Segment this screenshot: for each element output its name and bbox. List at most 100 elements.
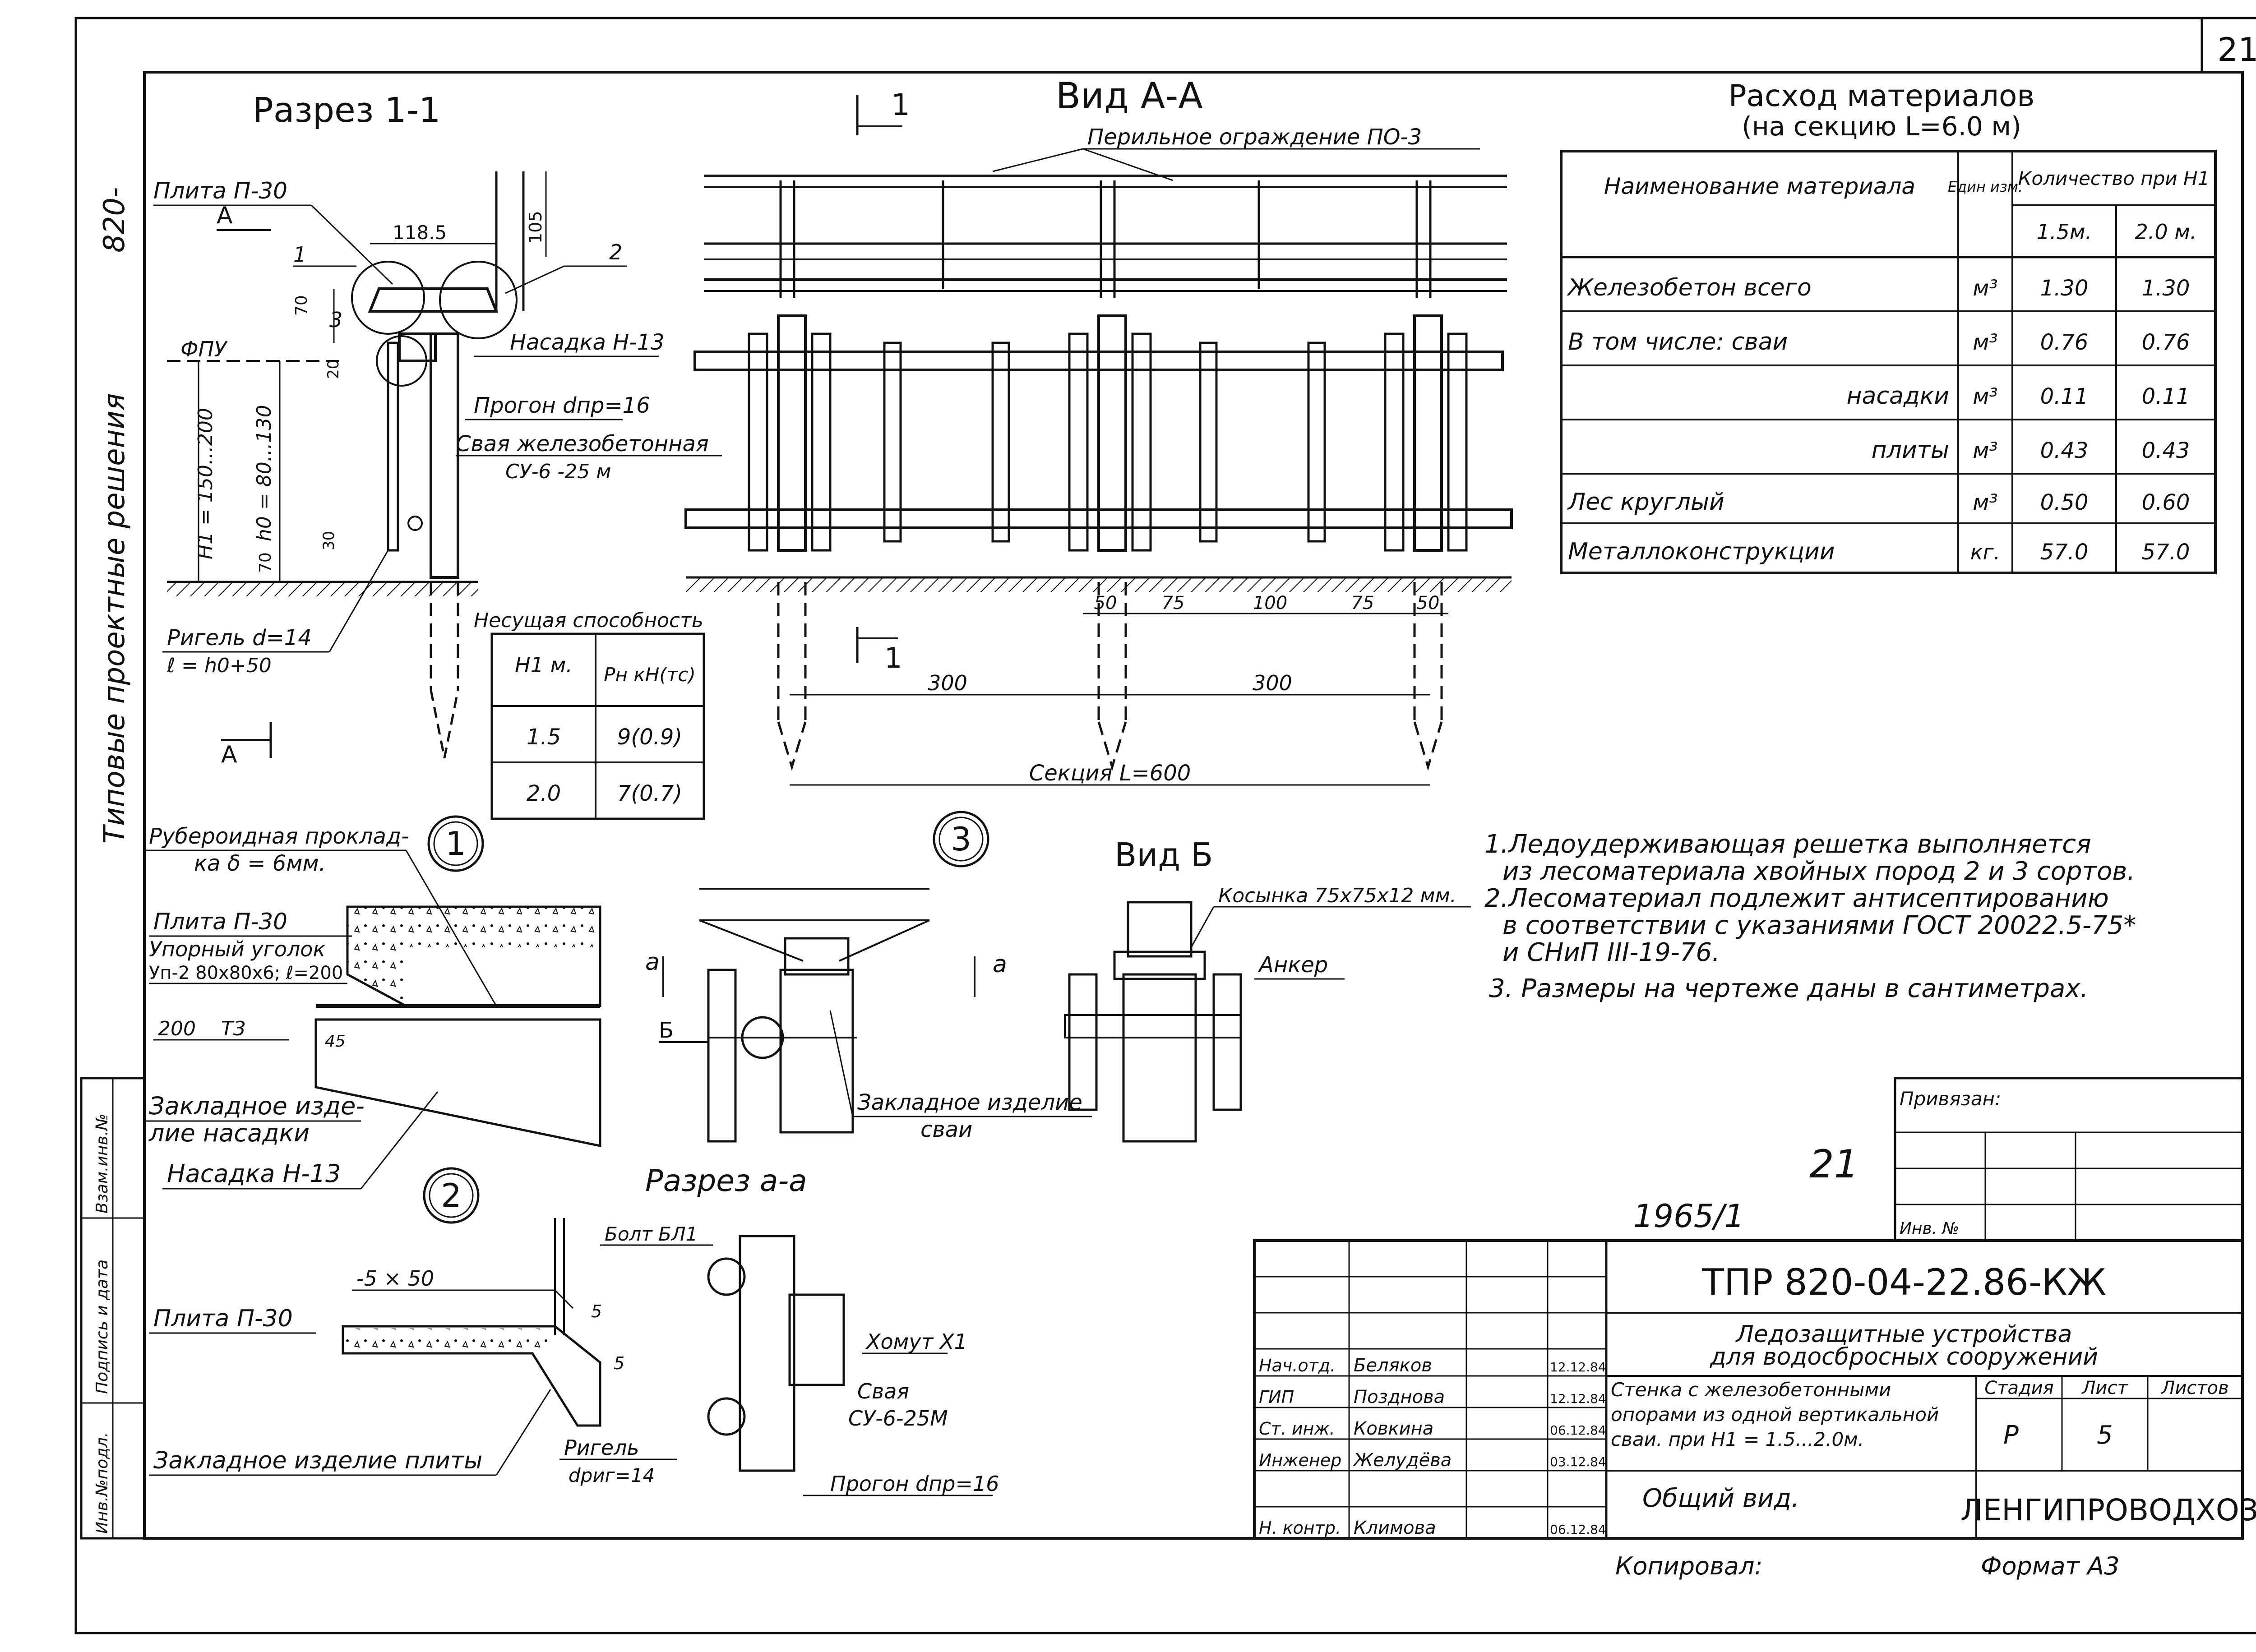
note-line-5: и СНиП III-19-76. [1502,938,1720,967]
label-beam: Ригель d=14 [167,625,312,651]
title-block: ТПР 820-04-22.86-КЖ Ледозащитные устройс… [1253,1239,2256,1540]
detail-3-embed1: Закладное изделие [857,1090,1082,1115]
detail-1-embed1: Закладное изде- [149,1092,365,1120]
tb-staff-3-date: 06.12.84 [1550,1423,1606,1438]
detail-2-plate: Плита П-30 [153,1305,293,1332]
dim-h1: Н1 = 150...200 [194,408,217,559]
binding-label: Привязан: [1900,1088,2001,1110]
dim-h0: h0 = 80...130 [253,405,276,541]
detail-3-a-right: а [993,951,1007,978]
detail-2-dim5b: 5 [614,1353,624,1373]
materials-qty-col-2: 2.0 м. [2135,220,2196,244]
mat-row-4-name: плиты [1872,437,1949,464]
mat-row-5-name: Лес круглый [1567,489,1724,516]
detail-1-roofing2: ка δ = 6мм. [194,851,326,876]
tb-staff-5-name: Климова [1354,1518,1436,1538]
dim-20: 20 [324,360,342,379]
handwriting-num: 21 [1809,1142,1858,1187]
label-fpu: ФПУ [180,337,228,361]
label-a-top: А [217,202,233,229]
mat-row-5-q1: 0.50 [2040,490,2089,515]
materials-qty-col-1: 1.5м. [2037,220,2092,244]
label-purlin: Прогон dпр=16 [474,393,650,418]
detail-2-embed: Закладное изделие плиты [153,1447,482,1474]
mat-row-3-q1: 0.11 [2040,384,2089,409]
handwriting-code: 1965/1 [1633,1198,1744,1235]
materials-header-qty: Количество при Н1 [2018,167,2210,189]
page-number: 21 [2217,31,2256,69]
detail-3-embed2: сваи [920,1117,972,1142]
tb-staff-4-date: 03.12.84 [1550,1454,1606,1469]
capacity-table: Несущая способность Н1 м. Рн кН(тс) 1.5 … [474,609,705,820]
tb-sheet-3: сваи. при Н1 = 1.5...2.0м. [1611,1428,1864,1450]
section-length: Секция L=600 [1029,761,1191,786]
binding-block: Привязан: Инв. № [1894,1077,2244,1242]
detail-1-dimT3: Т3 [221,1017,246,1040]
detail-2: 2 -5 × 50 5 5 Плита П-30 Закладное издел… [149,1167,624,1476]
footer-copied: Копировал: [1615,1552,1763,1580]
label-cap: Насадка Н-13 [510,330,665,355]
label-pile: Свая железобетонная [456,431,709,457]
capacity-h1: Н1 м. [515,653,573,677]
footer-format: Формат А3 [1981,1552,2120,1580]
section-aa-beam-d: dриг=14 [569,1464,655,1486]
tb-list: 5 [2097,1421,2113,1450]
view-a-a: Вид А-А 1 Перильное ограждение ПО-3 [684,75,1513,786]
materials-table: Расход материалов (на секцию L=6.0 м) На… [1560,78,2217,574]
mat-row-5-q2: 0.60 [2142,490,2190,515]
stamp-cell-inv: Инв.№подл. [93,1432,111,1534]
tb-staff-4-role: Инженер [1259,1450,1341,1470]
dim-width: 118.5 [393,221,447,244]
materials-header-name: Наименование материала [1604,173,1915,199]
side-stamp: Типовые проектные решения 820- Инв.№подл… [80,187,146,1540]
mat-row-5-unit: м³ [1973,490,1997,515]
note-line-3: 2.Лесоматериал подлежит антисептированию [1484,884,2109,913]
tb-staff-2-name: Позднова [1354,1387,1445,1407]
mat-row-2-q1: 0.76 [2040,330,2089,355]
mat-row-1-q2: 1.30 [2142,276,2190,301]
railing-label: Перильное ограждение ПО-3 [1087,125,1422,150]
detail-1: 1 Рубероидная проклад- ка δ = 6мм. Плита… [144,815,601,1190]
view-aa-title: Вид А-А [1056,75,1203,117]
label-plate-p30: Плита П-30 [153,178,287,204]
mat-row-6-name: Металлоконструкции [1568,538,1835,565]
sheet-frame: 21 [74,17,2256,1634]
tb-stage-header: Стадия [1984,1378,2053,1398]
note-line-2: из лесоматериала хвойных пород 2 и 3 сор… [1502,857,2135,886]
mat-row-6-q2: 57.0 [2142,540,2190,565]
stamp-cell-sign: Подпись и дата [93,1260,111,1394]
materials-header-unit: Един изм. [1948,178,2023,195]
detail-1-angle-spec: Уп-2 80х80х6; ℓ=200 [149,963,343,983]
section-aa-pile: Свая [857,1379,909,1403]
section-a-a: Разрез а-а Болт БЛ1 Хомут Х1 Свая СУ-6-2… [559,1163,999,1496]
mat-row-4-q2: 0.43 [2142,438,2190,463]
view-b-gusset: Косынка 75х75х12 мм. [1218,884,1456,907]
tb-staff-3-name: Ковкина [1354,1418,1433,1439]
detail-1-plate: Плита П-30 [153,909,287,935]
tb-sheet-2: опорами из одной вертикальной [1611,1403,1939,1426]
mat-row-3-q2: 0.11 [2142,384,2190,409]
tb-project-1: Ледозащитные устройства [1735,1321,2072,1348]
detail-2-dim5a: 5 [591,1301,602,1321]
dim-small-2: 75 [1162,593,1185,614]
view-b: Вид Б Косынка 75х75х12 мм. Анкер [1064,836,1471,1143]
materials-subtitle: (на секцию L=6.0 м) [1742,111,2021,142]
mat-row-2-name: В том числе: сваи [1568,328,1788,355]
section-aa-pile-type: СУ-6-25М [848,1406,948,1431]
detail-3-b-mark: Б [659,1018,674,1043]
dim-small-5: 50 [1417,593,1440,614]
side-stamp-series: Типовые проектные решения [98,393,131,844]
section-aa-bolt: Болт БЛ1 [605,1223,698,1245]
tb-code: ТПР 820-04-22.86-КЖ [1701,1261,2106,1303]
mat-row-3-name: насадки [1847,383,1949,410]
side-stamp-number: 820- [98,187,131,253]
label-beam-len: ℓ = h0+50 [166,654,272,677]
mat-row-4-unit: м³ [1973,438,1997,463]
mat-row-1-q1: 1.30 [2040,276,2089,301]
dim-70a: 70 [292,295,311,316]
tb-staff-1-name: Беляков [1354,1355,1432,1376]
section-aa-title: Разрез а-а [645,1163,807,1198]
dim-small-4: 75 [1351,593,1374,614]
tb-project-2: для водосбросных сооружений [1710,1343,2098,1371]
